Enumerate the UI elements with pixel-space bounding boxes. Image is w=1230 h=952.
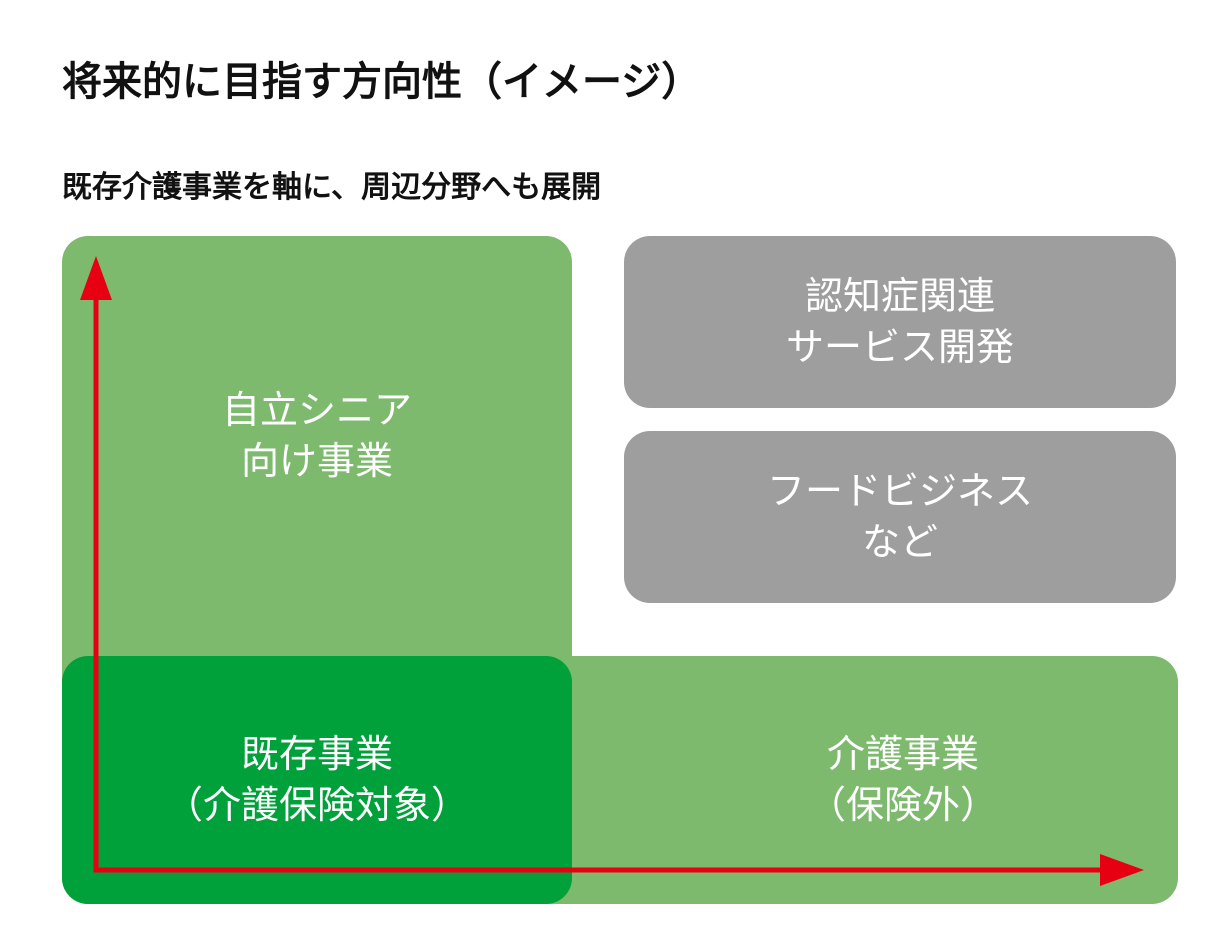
box-food-business-line2: など: [861, 520, 938, 564]
box-dementia-services-line2: サービス開発: [785, 325, 1014, 369]
box-independent-senior-line1: 自立シニア: [221, 387, 412, 432]
box-existing-business: 既存事業 （介護保険対象）: [62, 656, 572, 904]
box-independent-senior-line2: 向け事業: [240, 439, 393, 483]
box-food-business: フードビジネス など: [624, 431, 1176, 603]
box-independent-senior: 自立シニア 向け事業: [62, 236, 572, 706]
box-existing-business-line2: （介護保険対象）: [164, 783, 469, 827]
box-existing-business-line1: 既存事業: [240, 731, 393, 776]
box-food-business-line1: フードビジネス: [766, 468, 1033, 513]
box-care-business-line1: 介護事業: [826, 731, 979, 776]
box-dementia-services: 認知症関連 サービス開発: [624, 236, 1176, 408]
box-dementia-services-line1: 認知症関連: [804, 273, 995, 318]
box-care-business-line2: （保険外）: [807, 783, 998, 827]
page-subtitle: 既存介護事業を軸に、周辺分野へも展開: [62, 170, 602, 205]
page-title: 将来的に目指す方向性（イメージ）: [62, 59, 702, 105]
